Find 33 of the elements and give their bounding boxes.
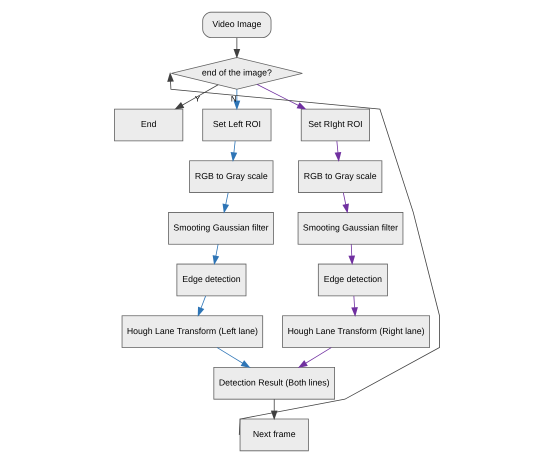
arrow [234, 36, 240, 58]
arrow [230, 140, 238, 162]
node-box: Set RIght ROI [300, 108, 370, 141]
node-box: Video Image [202, 11, 272, 38]
arrow [334, 140, 342, 162]
arrow [222, 192, 230, 213]
arrow [234, 88, 240, 110]
arrow [256, 84, 307, 110]
arrow [270, 398, 278, 420]
node-box: Smooting Gaussian filter [168, 212, 274, 244]
arrow [342, 192, 349, 213]
node-box: Hough Lane Transform (Left lane) [122, 314, 264, 348]
node-box: Hough Lane Transform (Right lane) [282, 314, 430, 348]
node-box: Next frame [240, 418, 309, 451]
edge-label: N [230, 94, 237, 103]
node-box: Smooting Gaussian filter [298, 212, 404, 244]
arrow [348, 244, 356, 265]
node-box: Set Left ROI [202, 108, 272, 141]
arrow [198, 295, 206, 316]
arrow [174, 84, 219, 110]
arrow [298, 346, 332, 368]
arrow [216, 346, 251, 368]
node-box: RGB to Gray scale [189, 160, 274, 192]
arrow [212, 244, 220, 265]
node-diamond: end of the image? [170, 56, 303, 90]
arrow [351, 295, 358, 316]
node-box: RGB to Gray scale [298, 160, 382, 192]
node-box: Edge detection [176, 263, 246, 296]
node-box: Edge detection [318, 263, 388, 296]
node-box: End [114, 108, 184, 141]
node-box: Detection Result (Both lines) [213, 366, 335, 400]
arrow [167, 72, 440, 435]
edge-label: Y [194, 94, 200, 103]
